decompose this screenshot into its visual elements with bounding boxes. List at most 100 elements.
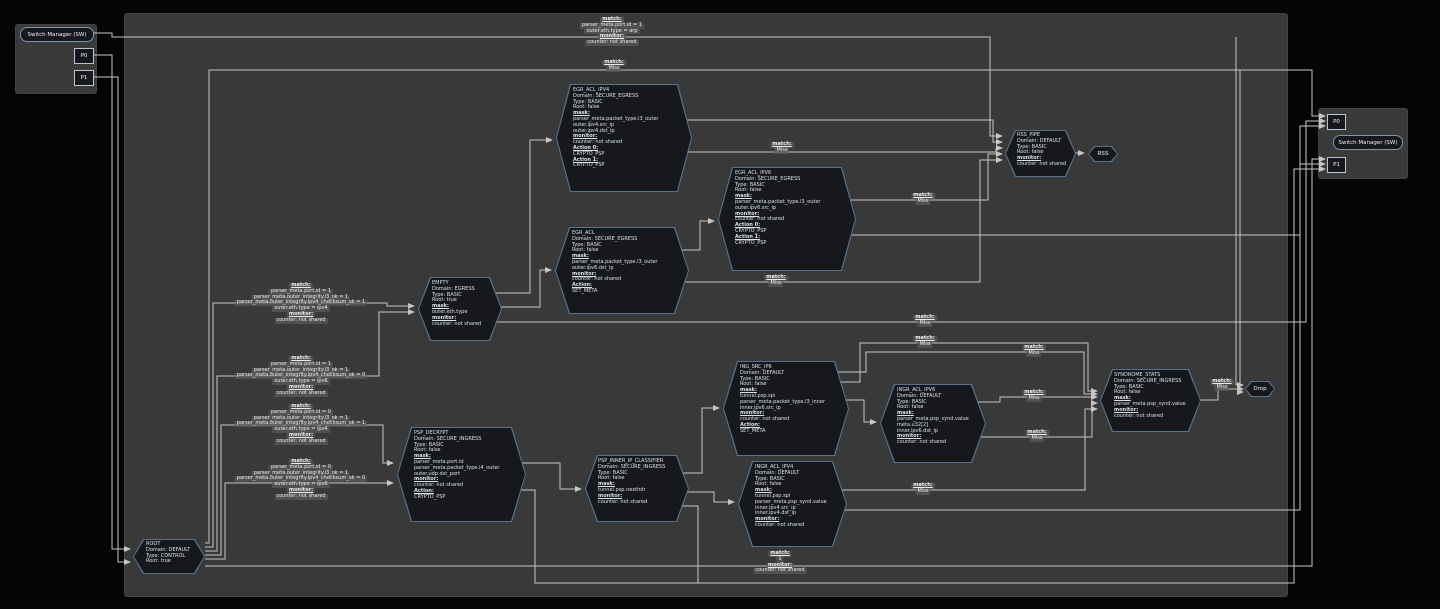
text-line: monitor:: [597, 33, 627, 41]
port-p1-left[interactable]: P1: [74, 70, 94, 86]
text-line: monitor:: [765, 561, 795, 569]
text-line: counter: not shared: [735, 216, 785, 223]
text-line: Root: false: [1114, 389, 1141, 396]
text-line: Type: BASIC: [897, 398, 927, 405]
text-line: Root: false: [572, 247, 599, 254]
text-line: counter: not shared: [274, 389, 328, 397]
text-line: inner.ipv6.dst_ip: [897, 427, 939, 434]
text-line: monitor:: [286, 310, 316, 318]
switch-manager-right[interactable]: Switch Manager (SW): [1333, 135, 1403, 150]
text-line: INGR_ACL_IPV6: [897, 387, 936, 393]
match-miss-label: match:Miss: [911, 482, 935, 495]
port-p1-right[interactable]: P1: [1327, 157, 1346, 173]
text-line: counter: not shared: [753, 567, 807, 575]
text-line: Miss: [1026, 394, 1042, 402]
hexagon-fill: [134, 540, 204, 573]
text-line: Action 1:: [573, 156, 599, 163]
text-line: SET_META: [740, 427, 766, 434]
hexagon-fill: [557, 85, 691, 191]
port-p0-left[interactable]: P0: [74, 48, 94, 64]
text-line: match:: [764, 274, 788, 281]
text-line: Miss: [606, 64, 622, 72]
text-line: Domain: DEFAULT: [740, 369, 785, 376]
text-line: counter: not shared: [897, 439, 947, 446]
text-line: counter: not shared: [585, 39, 639, 46]
text-line: inner.ipv4.src_ip: [755, 504, 796, 511]
text-line: Domain: SECURE_EGRESS: [572, 235, 638, 242]
text-line: monitor:: [414, 476, 439, 483]
text-line: counter: not shared: [740, 416, 790, 423]
text-line: parser_meta.packet_type.l3_outer: [572, 258, 658, 265]
text-line: counter: not shared: [572, 276, 622, 283]
text-line: mask:: [414, 453, 431, 460]
text-line: match:: [1025, 429, 1049, 436]
match-miss-label: match:Miss: [1210, 378, 1234, 391]
text-line: Type: BASIC: [598, 469, 628, 476]
port-p0-right[interactable]: P0: [1327, 114, 1346, 130]
text-line: match:: [913, 335, 937, 342]
text-line: CRYPTO_PSP: [735, 239, 767, 246]
text-line: match:: [289, 355, 313, 362]
match-miss-label: match:Miss: [913, 314, 937, 327]
terminal-drop[interactable]: Drop: [1245, 381, 1275, 397]
text-line: Root: true: [432, 297, 457, 304]
text-line: Domain: SECURE_INGRESS: [414, 435, 482, 442]
switch-manager-left[interactable]: Switch Manager (SW): [20, 27, 94, 42]
text-line: match:: [768, 550, 792, 557]
text-line: monitor:: [1114, 406, 1139, 413]
text-line: outer.udp.dst_port: [414, 470, 461, 477]
text-line: PSP_INNER_IP_CLASSIFIER: [598, 458, 664, 464]
text-line: Miss: [1029, 434, 1045, 442]
text-line: match:: [770, 141, 794, 148]
text-line: Domain: SECURE_INGRESS: [598, 463, 666, 470]
text-line: Domain: DEFAULT: [897, 392, 942, 399]
text-line: monitor:: [1017, 155, 1042, 162]
text-line: Miss: [768, 279, 784, 287]
text-line: EGR_ACL: [572, 230, 595, 236]
text-line: outer.ipv6.dst_ip: [572, 264, 614, 271]
text-line: Miss: [917, 340, 933, 348]
text-line: mask:: [432, 303, 449, 310]
terminal-rss[interactable]: RSS: [1088, 146, 1118, 162]
hexagon-fill: [739, 462, 846, 546]
text-line: monitor:: [573, 133, 598, 140]
text-line: match:: [911, 192, 935, 199]
text-line: Type: BASIC: [573, 98, 603, 105]
text-line: mask:: [735, 193, 752, 200]
text-line: Domain: DEFAULT: [755, 469, 800, 476]
text-line: monitor:: [572, 270, 597, 277]
text-line: monitor:: [897, 433, 922, 440]
text-line: CRYPTO_PSP: [573, 150, 605, 157]
text-line: match:: [289, 403, 313, 410]
text-line: SYNDROME_STATS: [1114, 372, 1161, 378]
text-line: parser_meta.outer_integrity.ipv4_checksu…: [234, 299, 368, 307]
text-line: Type: BASIC: [1017, 143, 1047, 150]
text-line: Domain: SECURE_EGRESS: [735, 175, 801, 182]
text-line: meta.u32[2]: [897, 421, 929, 428]
text-line: Root: false: [573, 104, 600, 111]
text-line: parser_meta.outer_integrity.l3_ok = 1: [251, 293, 351, 301]
hexagon-fill: [556, 228, 688, 313]
text-line: monitor:: [755, 516, 780, 523]
text-line: Root: true: [146, 558, 171, 565]
